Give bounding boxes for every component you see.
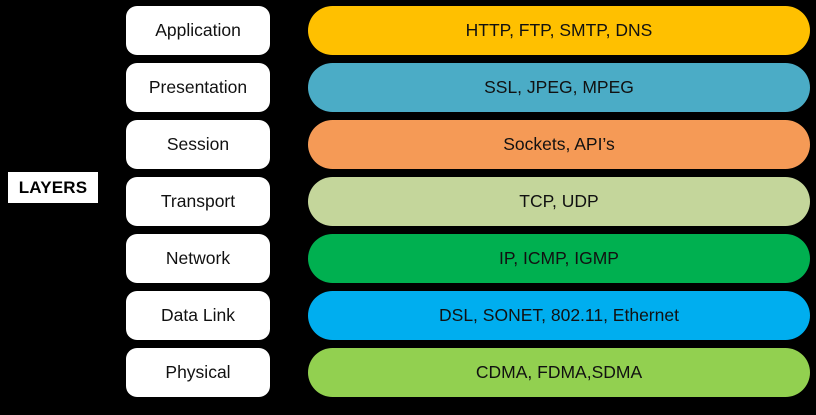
layer-row-stack: Application HTTP, FTP, SMTP, DNS Present… [0,6,816,409]
layer-row: Presentation SSL, JPEG, MPEG [0,63,816,112]
layer-name-pill: Transport [126,177,270,226]
layer-row: Application HTTP, FTP, SMTP, DNS [0,6,816,55]
layer-row: Session Sockets, API’s [0,120,816,169]
layer-name-pill: Session [126,120,270,169]
protocol-bar: CDMA, FDMA,SDMA [308,348,810,397]
layer-row: Data Link DSL, SONET, 802.11, Ethernet [0,291,816,340]
layer-name-pill: Network [126,234,270,283]
protocol-bar: TCP, UDP [308,177,810,226]
layer-row: Network IP, ICMP, IGMP [0,234,816,283]
protocol-bar: DSL, SONET, 802.11, Ethernet [308,291,810,340]
protocol-bar: Sockets, API’s [308,120,810,169]
layer-row: Physical CDMA, FDMA,SDMA [0,348,816,397]
layer-name-pill: Data Link [126,291,270,340]
layer-name-pill: Physical [126,348,270,397]
protocol-bar: HTTP, FTP, SMTP, DNS [308,6,810,55]
protocol-bar: IP, ICMP, IGMP [308,234,810,283]
layer-row: Transport TCP, UDP [0,177,816,226]
layer-name-pill: Application [126,6,270,55]
layer-name-pill: Presentation [126,63,270,112]
protocol-bar: SSL, JPEG, MPEG [308,63,810,112]
layers-axis-label: LAYERS [8,172,98,203]
